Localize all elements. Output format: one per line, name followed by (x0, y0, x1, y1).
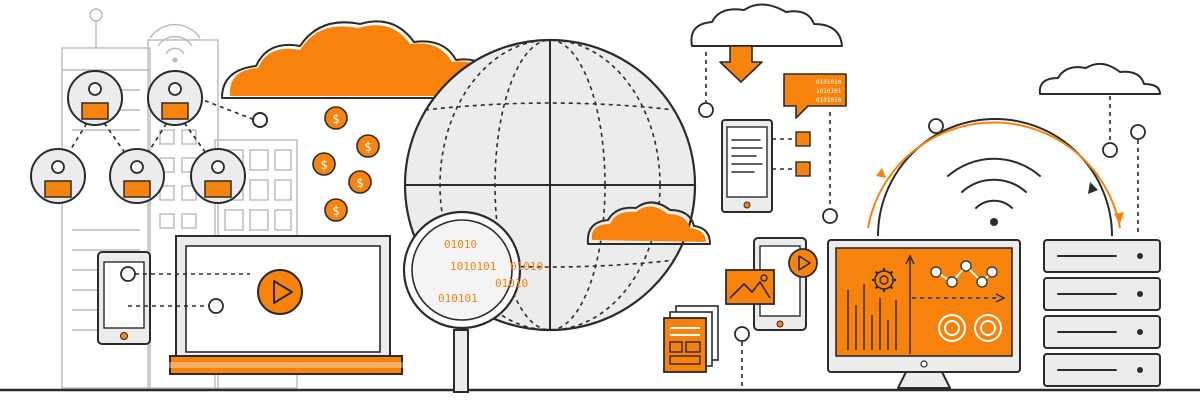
gear-icon (872, 268, 896, 292)
donut-chart-graphic (938, 314, 1002, 342)
wifi-icon (149, 23, 201, 63)
document-icon (663, 305, 719, 373)
svg-text:0101010: 0101010 (816, 97, 842, 104)
monitor-icon (827, 239, 1021, 389)
svg-text:$: $ (332, 204, 339, 218)
bar-chart-graphic (847, 254, 1006, 354)
svg-text:0101010: 0101010 (816, 79, 842, 86)
phone-icon (97, 251, 250, 345)
user-icon (147, 70, 203, 126)
cloud-icon (586, 201, 711, 245)
dollar-coin-icon: $ (356, 134, 380, 158)
cloud-icon (1038, 62, 1161, 95)
play-icon (257, 269, 303, 315)
dollar-coin-icon: $ (348, 170, 372, 194)
dollar-coin-icon: $ (324, 106, 348, 130)
wifi-icon (947, 157, 1041, 226)
image-icon (725, 269, 775, 305)
people-network (30, 70, 268, 204)
chat-bubble-icon: 0101010 1010101 0101010 (783, 73, 847, 119)
building-windows-right (224, 149, 292, 231)
user-icon (30, 148, 86, 204)
laptop-icon (168, 235, 404, 375)
cloud-icon (690, 3, 843, 47)
download-arrow-icon (719, 45, 763, 83)
sync-arrows (867, 118, 1124, 237)
user-icon (67, 70, 123, 126)
user-icon (190, 148, 246, 204)
user-icon (109, 148, 165, 204)
svg-text:1010101: 1010101 (816, 88, 842, 95)
coins: $ $ $ $ $ (312, 106, 380, 222)
svg-text:01010: 01010 (495, 277, 528, 290)
svg-text:01010: 01010 (444, 238, 477, 251)
svg-text:010101: 010101 (438, 292, 478, 305)
dollar-coin-icon: $ (312, 152, 336, 176)
play-icon (788, 248, 818, 278)
building-windows-mid (159, 129, 197, 229)
line-chart-graphic (930, 260, 998, 288)
server-icon (1043, 239, 1161, 387)
svg-text:$: $ (364, 140, 371, 154)
magnifier-icon: 01010 1010101 010101 01010 01010 (402, 210, 543, 393)
svg-text:$: $ (320, 158, 327, 172)
svg-text:$: $ (356, 176, 363, 190)
svg-text:1010101: 1010101 (450, 260, 496, 273)
svg-text:$: $ (332, 112, 339, 126)
dollar-coin-icon: $ (324, 198, 348, 222)
svg-text:01010: 01010 (510, 260, 543, 273)
document-icon (721, 119, 811, 213)
